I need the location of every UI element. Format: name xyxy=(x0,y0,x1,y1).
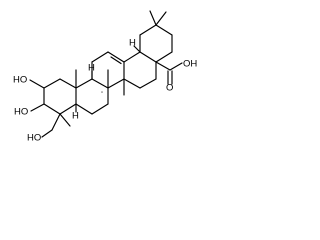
bond xyxy=(155,51,173,63)
ring-e xyxy=(139,24,173,63)
ring-a xyxy=(43,78,77,115)
bond xyxy=(139,24,157,36)
bond xyxy=(51,113,61,131)
methyl-groups xyxy=(75,10,167,96)
bond xyxy=(155,61,171,71)
bond xyxy=(139,51,157,63)
bond xyxy=(123,51,141,63)
bond xyxy=(29,79,45,89)
molecule-structure: HO HO HO OH O H H H '' xyxy=(13,10,197,144)
hydroxyl-label-3: HO xyxy=(14,107,28,118)
carboxyl-oh-label: OH xyxy=(183,59,197,70)
stereo-mark: '' xyxy=(101,91,103,97)
hydrogen-label-9: H xyxy=(88,63,95,74)
bond xyxy=(91,103,109,115)
bond xyxy=(41,129,53,138)
hydrogen-label-18: H xyxy=(129,38,136,49)
c4-substituents xyxy=(41,113,71,138)
methyl-bond xyxy=(59,113,71,127)
stereo-hydrogen-bonds xyxy=(75,45,141,113)
bond xyxy=(59,78,77,89)
ring-b xyxy=(75,78,109,115)
hydroxyl-label-2: HO xyxy=(13,75,27,86)
bond xyxy=(91,51,109,63)
bond xyxy=(107,78,125,89)
bond xyxy=(43,103,61,115)
hydroxyl-bonds xyxy=(29,79,45,112)
double-bond xyxy=(110,56,122,65)
bond xyxy=(59,103,77,115)
bond xyxy=(169,62,183,71)
carbonyl-o-label: O xyxy=(166,83,173,94)
bond xyxy=(91,78,109,89)
carboxylic-acid xyxy=(155,61,183,85)
bond xyxy=(107,51,125,63)
bond xyxy=(75,78,93,89)
bond xyxy=(30,103,45,112)
bond xyxy=(155,24,173,36)
bond xyxy=(43,78,61,89)
bond xyxy=(123,78,141,89)
bond xyxy=(139,78,157,89)
methyl-bond xyxy=(149,10,157,26)
hydroxyl-label-23: HO xyxy=(27,133,41,144)
bond xyxy=(133,45,141,53)
hydrogen-label-5: H xyxy=(72,111,79,122)
ring-d xyxy=(123,51,157,89)
methyl-bond xyxy=(155,11,167,26)
bond xyxy=(75,103,93,115)
